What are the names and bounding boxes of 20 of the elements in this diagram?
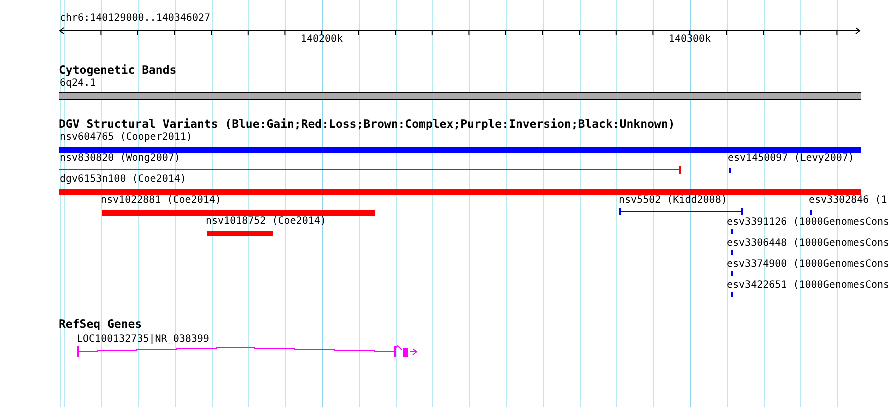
axis-tick-label: 140200k — [300, 33, 344, 46]
track-title: Cytogenetic Bands — [59, 64, 177, 77]
gene-label: LOC100132735|NR_038399 — [77, 333, 210, 346]
feature-label: esv3391126 (1000GenomesCons — [727, 216, 890, 229]
position-label: chr6:140129000..140346027 — [60, 12, 211, 25]
feature-label: esv1450097 (Levy2007) — [728, 152, 854, 165]
feature-label: nsv604765 (Cooper2011) — [60, 131, 192, 144]
feature-label: esv3374900 (1000GenomesCons — [727, 258, 890, 271]
feature-label: nsv5502 (Kidd2008) — [619, 194, 728, 207]
track-title: DGV Structural Variants (Blue:Gain;Red:Loss;Brown:Complex;Purple:Inversion;Black:Unknown) — [59, 118, 676, 131]
track-title: RefSeq Genes — [59, 318, 142, 331]
feature-label: dgv6153n100 (Coe2014) — [60, 173, 186, 186]
feature-label: nsv1018752 (Coe2014) — [206, 215, 326, 228]
feature-label: esv3302846 (1 — [809, 194, 888, 207]
axis-tick-label: 140300k — [668, 33, 712, 46]
feature-label: nsv1022881 (Coe2014) — [101, 194, 222, 207]
band-label: 6q24.1 — [60, 77, 96, 90]
feature-label: esv3422651 (1000GenomesCons — [727, 279, 890, 292]
feature-label: esv3306448 (1000GenomesCons — [727, 237, 890, 250]
feature-label: nsv830820 (Wong2007) — [60, 152, 180, 165]
